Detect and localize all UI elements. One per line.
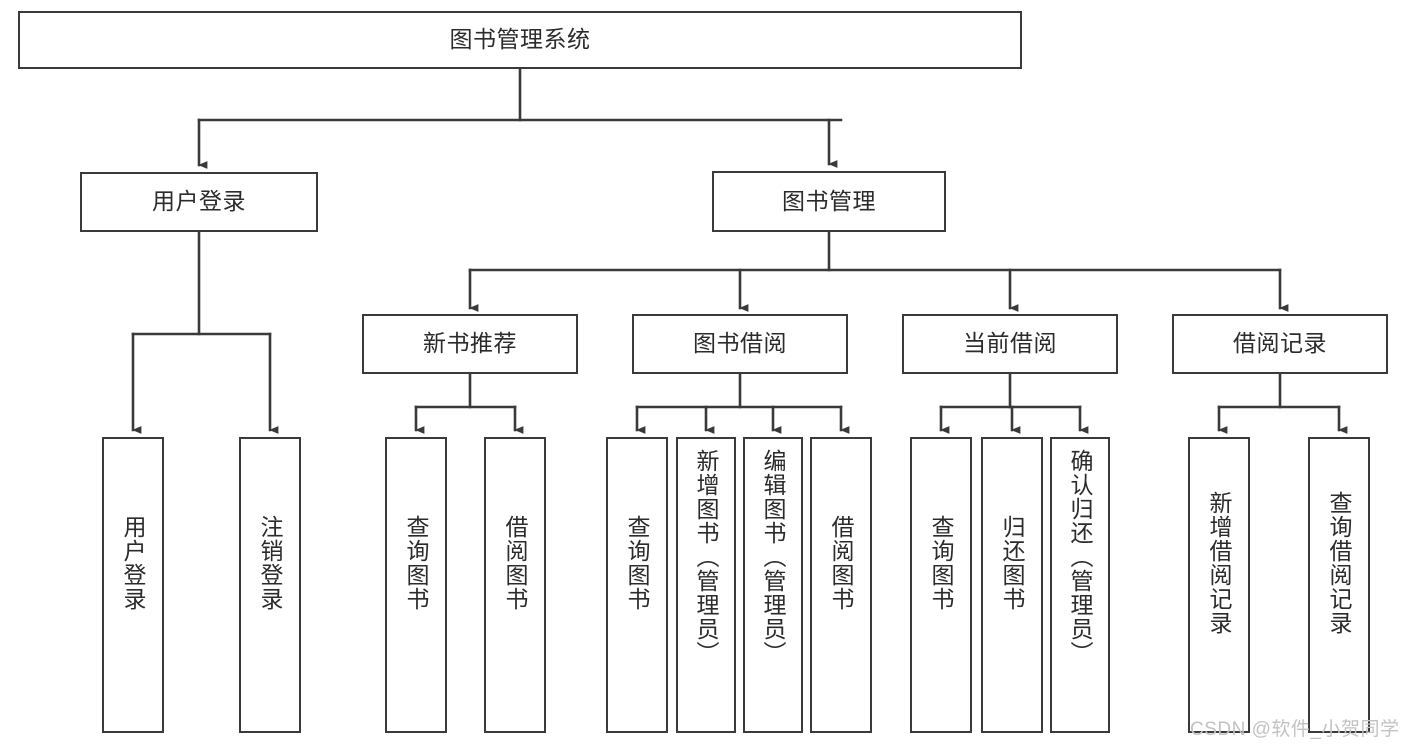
node-leaf-return-book[interactable]: 归还图书 (981, 437, 1043, 733)
node-label: 图书借阅 (693, 330, 787, 357)
node-borrowing-record[interactable]: 借阅记录 (1172, 314, 1388, 374)
node-label: 查询图书 (928, 515, 955, 611)
node-label: 新书推荐 (423, 330, 517, 357)
node-leaf-edit-book-admin[interactable]: 编辑图书（管理员） (743, 437, 803, 733)
node-label: 注销登录 (257, 515, 284, 611)
node-label: 新增图书（管理员） (693, 449, 720, 665)
node-label: 新增借阅记录 (1206, 491, 1233, 635)
node-label: 查询图书 (624, 515, 651, 611)
node-leaf-add-borrowing-record[interactable]: 新增借阅记录 (1188, 437, 1250, 733)
node-leaf-borrow-book-recommendation[interactable]: 借阅图书 (484, 437, 546, 733)
node-label: 归还图书 (999, 515, 1026, 611)
node-leaf-confirm-return-admin[interactable]: 确认归还（管理员） (1050, 437, 1110, 733)
node-label: 查询借阅记录 (1326, 491, 1353, 635)
node-label: 用户登录 (120, 515, 147, 611)
node-leaf-logout[interactable]: 注销登录 (239, 437, 301, 733)
node-user-login[interactable]: 用户登录 (80, 172, 318, 232)
node-label: 图书管理系统 (449, 26, 591, 53)
node-leaf-borrow-book-borrowing[interactable]: 借阅图书 (810, 437, 872, 733)
node-leaf-user-login[interactable]: 用户登录 (102, 437, 164, 733)
node-label: 用户登录 (152, 188, 246, 215)
node-leaf-query-book-current[interactable]: 查询图书 (910, 437, 972, 733)
node-label: 查询图书 (403, 515, 430, 611)
node-book-management[interactable]: 图书管理 (712, 171, 946, 232)
node-label: 借阅图书 (502, 515, 529, 611)
node-leaf-add-book-admin[interactable]: 新增图书（管理员） (676, 437, 736, 733)
node-label: 确认归还（管理员） (1067, 449, 1094, 665)
node-label: 借阅记录 (1233, 330, 1327, 357)
node-root-book-management-system[interactable]: 图书管理系统 (18, 11, 1022, 69)
node-label: 借阅图书 (828, 515, 855, 611)
node-label: 图书管理 (782, 187, 876, 214)
node-book-borrowing[interactable]: 图书借阅 (632, 314, 848, 374)
node-new-book-recommendation[interactable]: 新书推荐 (362, 314, 578, 374)
node-label: 当前借阅 (963, 330, 1057, 357)
node-leaf-query-book-recommendation[interactable]: 查询图书 (385, 437, 447, 733)
node-current-borrowing[interactable]: 当前借阅 (902, 314, 1118, 374)
csdn-watermark: CSDN @软件_小贺同学 (1190, 719, 1400, 740)
node-leaf-query-book-borrowing[interactable]: 查询图书 (606, 437, 668, 733)
node-leaf-query-borrowing-record[interactable]: 查询借阅记录 (1308, 437, 1370, 733)
node-label: 编辑图书（管理员） (760, 449, 787, 665)
